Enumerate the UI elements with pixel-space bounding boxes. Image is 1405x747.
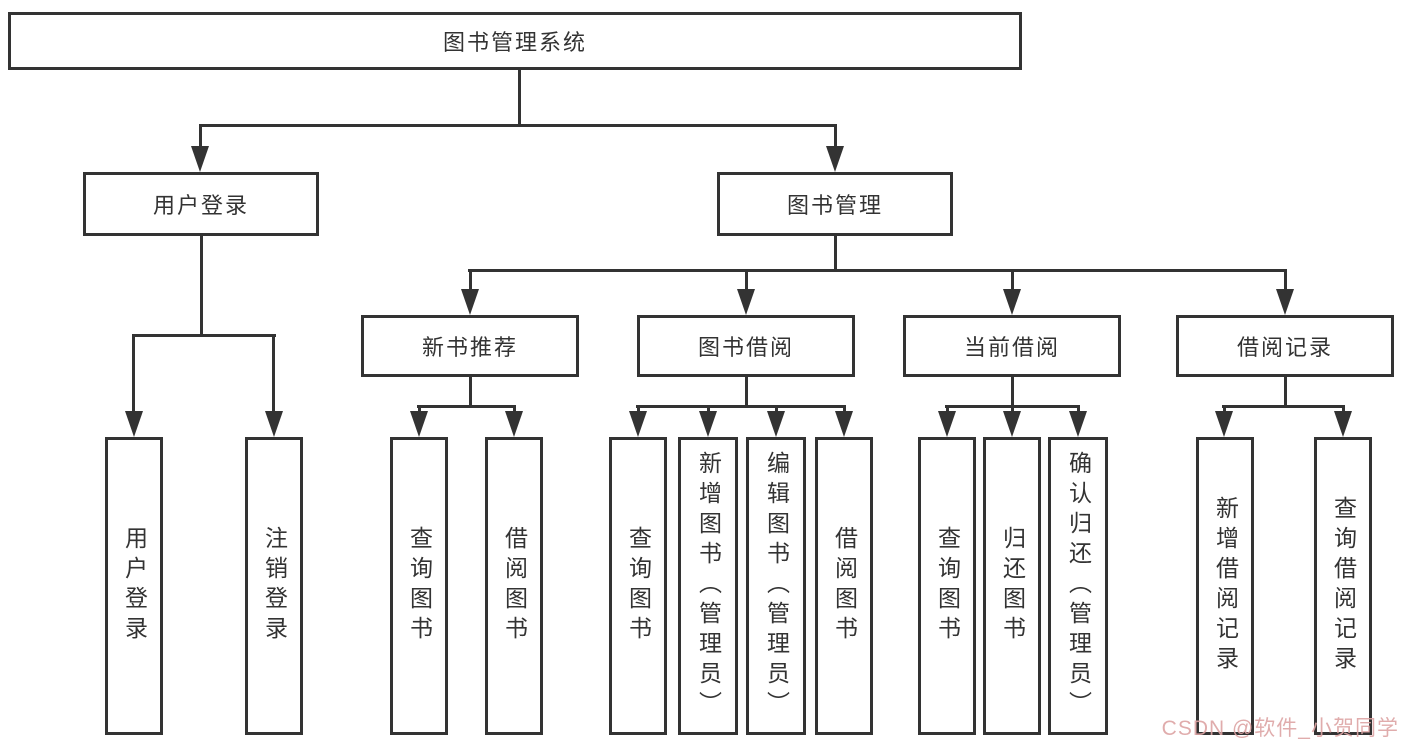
arrow-down-icon bbox=[1003, 289, 1021, 315]
node-label: 注销登录 bbox=[261, 526, 288, 646]
node-label: 确认归还（管理员） bbox=[1065, 451, 1092, 721]
arrow-down-icon bbox=[1276, 289, 1294, 315]
node-label: 查询图书 bbox=[406, 526, 433, 646]
connector-line bbox=[132, 334, 276, 337]
node-borrowing-records: 借阅记录 bbox=[1176, 315, 1394, 377]
node-label: 借阅图书 bbox=[831, 526, 858, 646]
connector-line bbox=[945, 405, 1080, 408]
arrow-down-icon bbox=[826, 146, 844, 172]
node-leaf-query-books: 查询图书 bbox=[609, 437, 667, 735]
node-user-login: 用户登录 bbox=[83, 172, 319, 236]
connector-line bbox=[1222, 405, 1345, 408]
connector-line bbox=[1011, 377, 1014, 407]
connector-line bbox=[272, 336, 275, 415]
arrow-down-icon bbox=[767, 411, 785, 437]
node-leaf-query-borrow-record: 查询借阅记录 bbox=[1314, 437, 1372, 735]
arrow-down-icon bbox=[1003, 411, 1021, 437]
node-leaf-borrow-books: 借阅图书 bbox=[815, 437, 873, 735]
connector-line bbox=[745, 377, 748, 407]
arrow-down-icon bbox=[125, 411, 143, 437]
node-label: 查询图书 bbox=[625, 526, 652, 646]
connector-line bbox=[200, 236, 203, 336]
connector-line bbox=[469, 377, 472, 407]
node-leaf-logout: 注销登录 bbox=[245, 437, 303, 735]
connector-line bbox=[468, 269, 1287, 272]
arrow-down-icon bbox=[629, 411, 647, 437]
connector-line bbox=[636, 405, 846, 408]
node-leaf-return-books: 归还图书 bbox=[983, 437, 1041, 735]
node-leaf-edit-books-admin: 编辑图书（管理员） bbox=[746, 437, 806, 735]
connector-line bbox=[132, 336, 135, 415]
connector-line bbox=[1284, 271, 1287, 293]
arrow-down-icon bbox=[265, 411, 283, 437]
arrow-down-icon bbox=[737, 289, 755, 315]
arrow-down-icon bbox=[1334, 411, 1352, 437]
node-label: 新增借阅记录 bbox=[1212, 496, 1239, 676]
node-leaf-add-borrow-record: 新增借阅记录 bbox=[1196, 437, 1254, 735]
node-label: 查询借阅记录 bbox=[1330, 496, 1357, 676]
arrow-down-icon bbox=[1215, 411, 1233, 437]
connector-line bbox=[1011, 271, 1014, 293]
node-leaf-confirm-return-admin: 确认归还（管理员） bbox=[1048, 437, 1108, 735]
node-leaf-add-books-admin: 新增图书（管理员） bbox=[678, 437, 738, 735]
arrow-down-icon bbox=[938, 411, 956, 437]
arrow-down-icon bbox=[699, 411, 717, 437]
connector-line bbox=[469, 271, 472, 293]
arrow-down-icon bbox=[191, 146, 209, 172]
node-new-book-recommend: 新书推荐 bbox=[361, 315, 579, 377]
node-root: 图书管理系统 bbox=[8, 12, 1022, 70]
node-label: 编辑图书（管理员） bbox=[763, 451, 790, 721]
node-label: 查询图书 bbox=[934, 526, 961, 646]
node-label: 用户登录 bbox=[121, 526, 148, 646]
node-leaf-query-books: 查询图书 bbox=[390, 437, 448, 735]
connector-line bbox=[199, 126, 202, 152]
node-label: 借阅图书 bbox=[501, 526, 528, 646]
connector-line bbox=[417, 405, 516, 408]
arrow-down-icon bbox=[1069, 411, 1087, 437]
node-current-borrowing: 当前借阅 bbox=[903, 315, 1121, 377]
node-leaf-borrow-books: 借阅图书 bbox=[485, 437, 543, 735]
node-leaf-query-books: 查询图书 bbox=[918, 437, 976, 735]
arrow-down-icon bbox=[410, 411, 428, 437]
node-book-borrowing: 图书借阅 bbox=[637, 315, 855, 377]
connector-line bbox=[518, 68, 521, 126]
watermark: CSDN @软件_小贺同学 bbox=[1161, 717, 1399, 740]
node-label: 新增图书（管理员） bbox=[695, 451, 722, 721]
connector-line bbox=[745, 271, 748, 293]
arrow-down-icon bbox=[835, 411, 853, 437]
node-book-management: 图书管理 bbox=[717, 172, 953, 236]
arrow-down-icon bbox=[461, 289, 479, 315]
connector-line bbox=[199, 124, 837, 127]
arrow-down-icon bbox=[505, 411, 523, 437]
node-leaf-user-login: 用户登录 bbox=[105, 437, 163, 735]
connector-line bbox=[1284, 377, 1287, 407]
connector-line bbox=[834, 126, 837, 152]
node-label: 归还图书 bbox=[999, 526, 1026, 646]
connector-line bbox=[834, 236, 837, 271]
